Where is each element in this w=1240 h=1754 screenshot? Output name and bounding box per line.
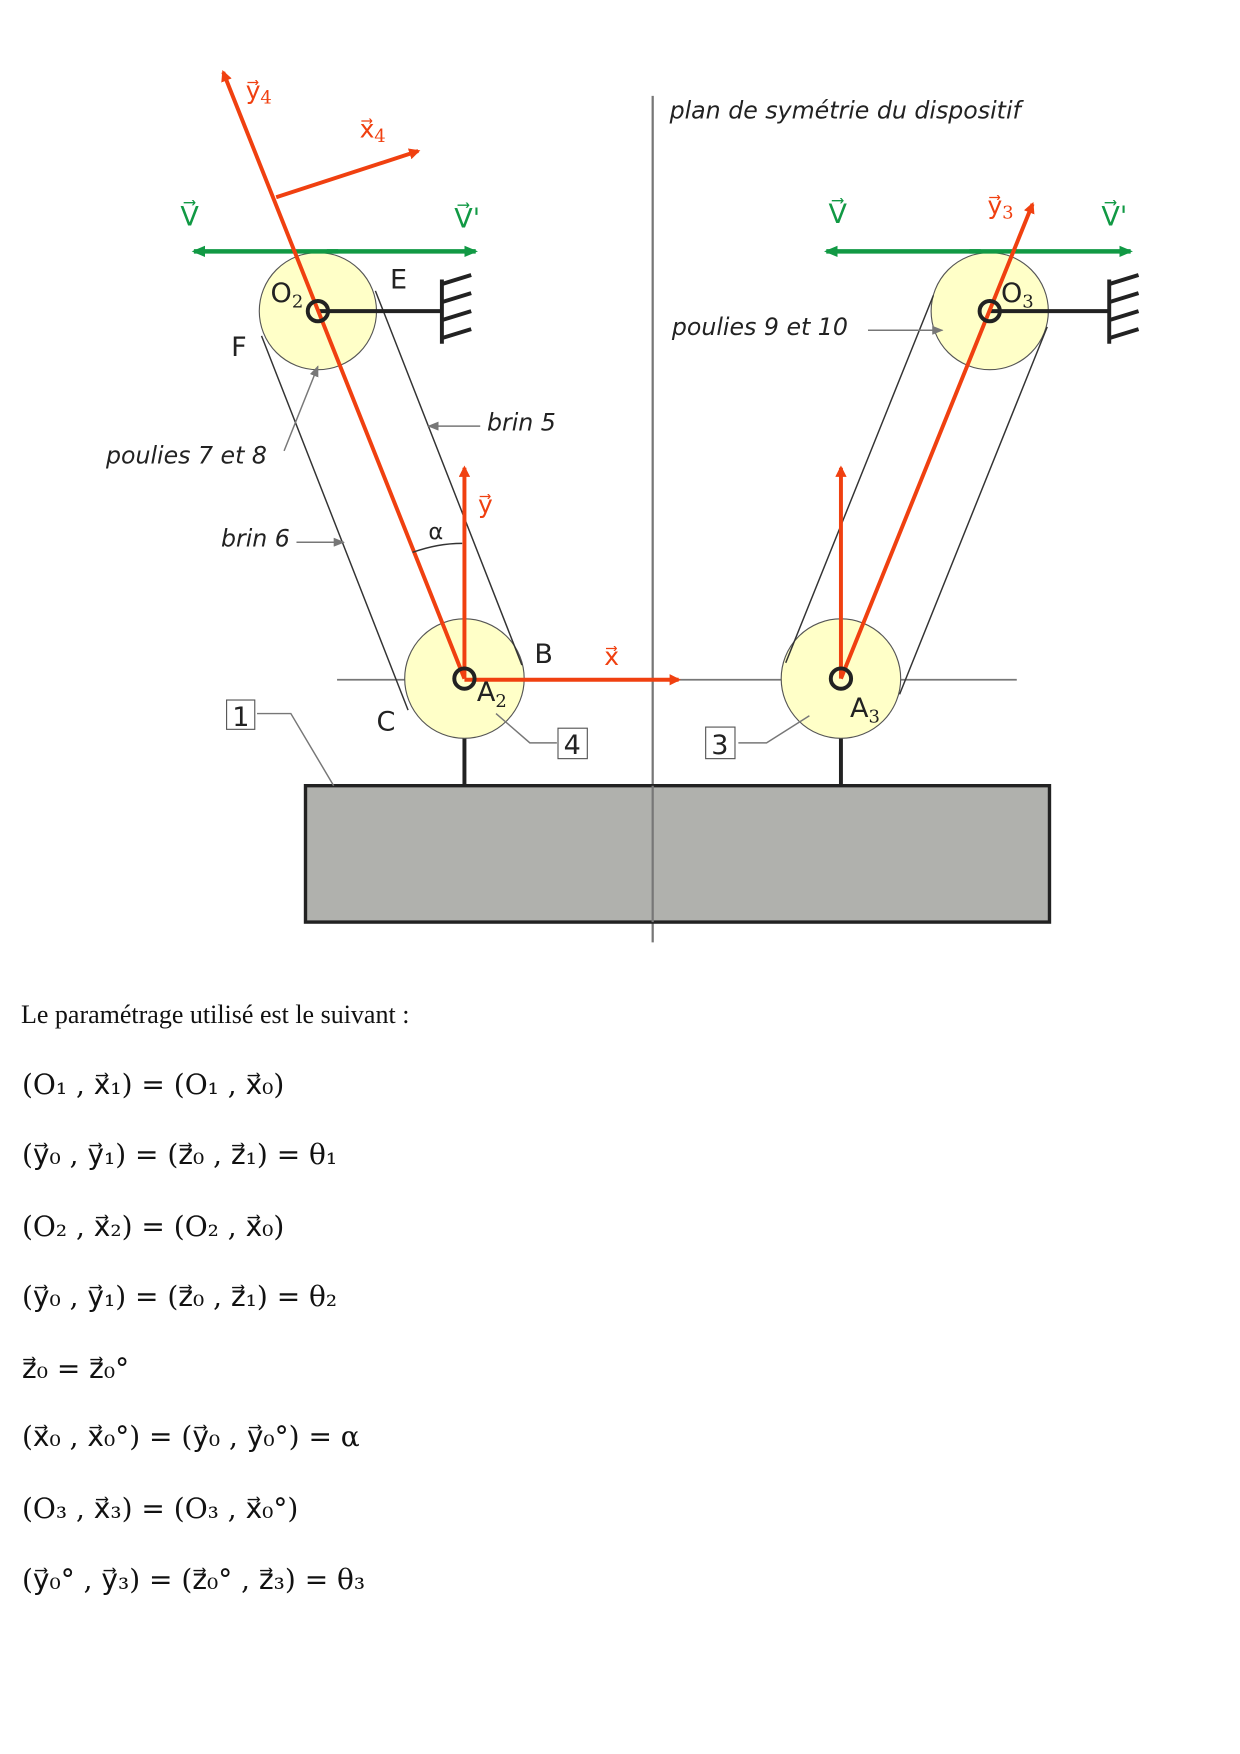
equation-8: (y⃗₀° , y⃗₃) = (z⃗₀° , z⃗₃) = θ₃ <box>22 1563 366 1596</box>
belt-right-outer <box>898 326 1048 695</box>
x-label: x⃗ <box>604 642 619 671</box>
o3-label: O3 <box>1001 278 1034 313</box>
a2-label: A2 <box>477 677 507 712</box>
y-label: y⃗ <box>478 490 493 519</box>
part-number-4: 4 <box>557 727 588 761</box>
equation-2: (y⃗₀ , y⃗₁) = (z⃗₀ , z⃗₁) = θ₁ <box>22 1138 338 1171</box>
part-number-3: 3 <box>705 726 736 761</box>
equation-6: (x⃗₀ , x⃗₀°) = (y⃗₀ , y⃗₀°) = α <box>22 1420 360 1453</box>
alpha-label: α <box>428 519 443 545</box>
frame-base-1 <box>303 784 1052 924</box>
svg-text:3: 3 <box>711 730 728 761</box>
belt-brin-5 <box>374 290 523 666</box>
b-label: B <box>534 639 553 670</box>
equation-5: z⃗₀ = z⃗₀° <box>22 1352 130 1385</box>
a3-label: A3 <box>850 693 880 728</box>
equation-1: (O₁ , x⃗₁) = (O₁ , x⃗₀) <box>22 1068 285 1101</box>
part-number-1: 1 <box>226 699 256 733</box>
svg-text:4: 4 <box>564 730 581 761</box>
y3-label: y⃗3 <box>987 191 1013 224</box>
svg-text:1: 1 <box>232 702 249 733</box>
x4-vector <box>275 148 421 200</box>
vprime-label-left: V⃗' <box>454 202 480 235</box>
equation-3: (O₂ , x⃗₂) = (O₂ , x⃗₀) <box>22 1210 285 1243</box>
pulleys-7-8-label: poulies 7 et 8 <box>105 441 267 469</box>
equation-7: (O₃ , x⃗₃) = (O₃ , x⃗₀°) <box>22 1492 299 1525</box>
equation-4: (y⃗₀ , y⃗₁) = (z⃗₀ , z⃗₁) = θ₂ <box>22 1280 338 1313</box>
symmetry-label: plan de symétrie du dispositif <box>669 96 1025 124</box>
v-label-left: V⃗ <box>180 200 199 233</box>
ground-support-right-icon <box>989 273 1140 344</box>
ground-support-left-icon <box>317 273 472 344</box>
pulleys-9-10-label: poulies 9 et 10 <box>671 313 848 341</box>
arm-4-y4-vector <box>221 70 467 680</box>
brin-6-label: brin 6 <box>221 525 290 553</box>
e-label: E <box>390 265 407 296</box>
belt-right-inner <box>785 295 935 664</box>
vprime-label-right: V⃗' <box>1101 200 1127 233</box>
parametrization-intro: Le paramétrage utilisé est le suivant : <box>21 1000 410 1029</box>
c-label: C <box>377 706 396 737</box>
f-label: F <box>231 332 247 363</box>
arm-3-y3-vector <box>839 201 1035 680</box>
y4-label: y⃗4 <box>246 76 272 109</box>
belt-brin-6 <box>260 335 409 711</box>
alpha-angle-arc <box>412 542 463 554</box>
o2-label: O2 <box>271 278 304 313</box>
x4-label: x⃗4 <box>360 115 386 148</box>
brin-5-label: brin 5 <box>487 409 556 437</box>
v-label-right: V⃗ <box>829 197 848 230</box>
